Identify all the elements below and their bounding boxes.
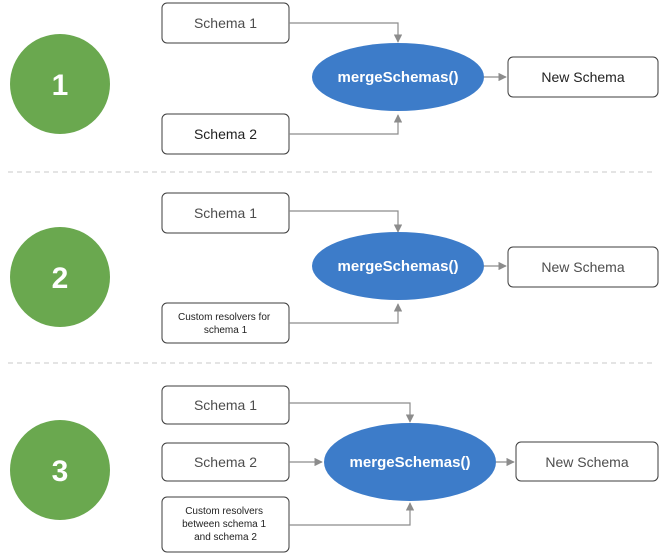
step-number: 2 xyxy=(52,262,69,295)
output-label: New Schema xyxy=(541,259,624,275)
step-circle xyxy=(10,227,110,327)
input-label-line: and schema 2 xyxy=(194,532,257,543)
arrow xyxy=(289,114,403,135)
output-box-new-schema xyxy=(507,56,659,98)
arrow xyxy=(289,303,403,324)
output-box-new-schema xyxy=(515,441,659,482)
merge-schemas-node xyxy=(324,423,496,501)
arrow xyxy=(289,402,415,423)
arrow xyxy=(289,502,415,526)
merge-schemas-label: mergeSchemas() xyxy=(350,454,471,471)
input-label: Custom resolvers between schema 1 and sc… xyxy=(182,506,269,543)
input-label-line: Custom resolvers xyxy=(185,506,263,517)
output-label: New Schema xyxy=(545,454,628,470)
input-label: Schema 2 xyxy=(194,454,257,470)
section-3: 3 Schema 1 Schema 2 Custom resolvers bet… xyxy=(10,385,659,553)
arrow xyxy=(289,210,403,233)
input-label-line: between schema 1 xyxy=(182,519,266,530)
merge-schemas-node xyxy=(312,232,484,300)
step-circle xyxy=(10,34,110,134)
input-box-schema-1 xyxy=(161,192,290,234)
output-label: New Schema xyxy=(541,69,624,85)
input-box-custom-resolvers xyxy=(161,302,290,344)
input-box-schema-1 xyxy=(161,385,290,425)
input-label-line: schema 1 xyxy=(204,325,248,336)
input-label: Schema 1 xyxy=(194,15,257,31)
input-label: Schema 1 xyxy=(194,397,257,413)
section-1: 1 Schema 1 Schema 2 mergeSchemas() New S… xyxy=(10,2,659,155)
merge-schemas-node xyxy=(312,43,484,111)
section-2: 2 Schema 1 Custom resolvers for schema 1… xyxy=(10,192,659,344)
step-circle xyxy=(10,420,110,520)
merge-schemas-label: mergeSchemas() xyxy=(338,258,459,275)
input-label: Schema 1 xyxy=(194,205,257,221)
merge-schemas-label: mergeSchemas() xyxy=(338,69,459,86)
output-box-new-schema xyxy=(507,246,659,288)
input-label: Custom resolvers for schema 1 xyxy=(178,312,273,336)
arrow xyxy=(289,22,403,43)
step-number: 1 xyxy=(52,69,69,102)
input-label-line: Custom resolvers for xyxy=(178,312,271,323)
step-number: 3 xyxy=(52,455,69,488)
input-label: Schema 2 xyxy=(194,126,257,142)
